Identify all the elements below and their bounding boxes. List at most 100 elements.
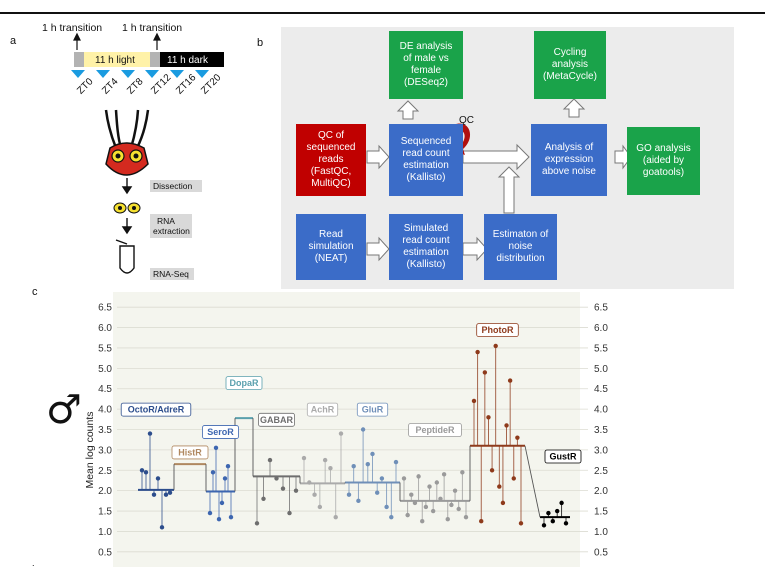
data-point bbox=[482, 370, 488, 375]
y-tick-label-right: 4.5 bbox=[594, 384, 608, 395]
data-point bbox=[555, 508, 560, 514]
panel-b-arrows: QC bbox=[366, 98, 632, 262]
group-label-text: AchR bbox=[311, 405, 335, 415]
data-point bbox=[338, 431, 344, 436]
group-label: GluR bbox=[356, 402, 389, 417]
group-label-box bbox=[120, 402, 192, 417]
data-point bbox=[356, 498, 361, 504]
rna-extraction-label-line2: extraction bbox=[153, 226, 190, 236]
tube-icon bbox=[115, 239, 135, 274]
y-tick-label: 4.0 bbox=[98, 405, 112, 416]
mosquito-head-icon bbox=[104, 109, 150, 176]
data-point bbox=[287, 510, 292, 516]
group-label: PhotoR bbox=[476, 323, 519, 338]
data-point bbox=[401, 476, 407, 481]
top-rule bbox=[0, 12, 765, 14]
arrow-qc-to-seq bbox=[366, 144, 390, 170]
data-point bbox=[486, 415, 491, 420]
chart-grid bbox=[117, 306, 588, 553]
data-point bbox=[139, 468, 145, 473]
data-point bbox=[405, 512, 410, 518]
y-tick-label-right: 2.5 bbox=[594, 466, 608, 477]
y-axis-label: Mean log counts bbox=[84, 411, 96, 488]
y-tick-label-right: 5.0 bbox=[594, 364, 608, 375]
transition-block-right bbox=[150, 52, 160, 67]
data-point bbox=[159, 525, 165, 530]
y-tick-label-right: 6.5 bbox=[594, 303, 608, 314]
box-sequenced-read-count: Sequenced read count estimation (Kallist… bbox=[389, 124, 463, 196]
rnaseq-label: RNA-Seq bbox=[153, 269, 189, 279]
group-label: PeptideR bbox=[408, 423, 462, 437]
mean-connector bbox=[524, 445, 541, 518]
data-point bbox=[351, 463, 356, 469]
group-label-text: GABAR bbox=[260, 415, 293, 425]
data-point bbox=[163, 492, 169, 497]
male-symbol-icon: ♂ bbox=[46, 387, 82, 433]
data-point bbox=[559, 500, 564, 506]
y-axis-left-ticks: 0.51.01.52.02.53.03.54.04.55.05.56.06.5 bbox=[98, 303, 112, 559]
data-point bbox=[423, 504, 429, 510]
box-expression-above-noise: Analysis of expression above noise bbox=[531, 124, 607, 196]
dissection-label: Dissection bbox=[153, 181, 192, 191]
data-point bbox=[504, 423, 509, 428]
sampling-arrow-icon bbox=[195, 70, 209, 78]
data-point bbox=[370, 451, 375, 457]
data-point bbox=[416, 474, 421, 479]
transition-block-left bbox=[74, 52, 84, 67]
group-label: AchR bbox=[306, 402, 339, 417]
data-point bbox=[493, 343, 498, 349]
data-point bbox=[507, 378, 513, 383]
data-point bbox=[445, 516, 450, 522]
data-point bbox=[515, 435, 520, 440]
data-point bbox=[518, 521, 524, 526]
data-point bbox=[222, 476, 228, 481]
expression-chart: 0.51.01.52.02.53.03.54.04.55.05.56.06.5 … bbox=[84, 303, 608, 559]
arrow-noise-to-expr bbox=[497, 166, 521, 214]
data-point bbox=[563, 521, 569, 526]
y-tick-label: 4.5 bbox=[98, 384, 112, 395]
group-label-text: HistR bbox=[178, 447, 202, 457]
series-group bbox=[207, 445, 234, 522]
box-go-analysis: GO analysis (aided by goatools) bbox=[627, 127, 700, 195]
data-point bbox=[449, 502, 454, 508]
data-point bbox=[301, 455, 307, 461]
y-tick-label: 2.5 bbox=[98, 466, 112, 477]
y-tick-label: 6.0 bbox=[98, 323, 112, 334]
data-point bbox=[384, 504, 389, 510]
group-label-box bbox=[356, 402, 389, 417]
data-point bbox=[409, 492, 414, 497]
mean-lines bbox=[138, 417, 570, 519]
data-point bbox=[475, 349, 480, 355]
data-point bbox=[280, 486, 286, 491]
box-noise-estimation: Estimaton of noise distribution bbox=[484, 214, 557, 280]
panel-a-diagram: 1 h transition 1 h transition 11 h light… bbox=[42, 22, 224, 280]
dark-bar bbox=[160, 52, 224, 67]
timepoint-label: ZT8 bbox=[125, 76, 146, 97]
data-point bbox=[216, 516, 222, 522]
sampling-arrow-icon bbox=[71, 70, 85, 78]
arrow-seq-to-expr bbox=[462, 143, 530, 171]
rna-extraction-arrow-icon bbox=[121, 218, 133, 235]
data-point bbox=[207, 510, 213, 516]
data-point bbox=[155, 476, 161, 481]
transition-arrow-left bbox=[73, 32, 81, 50]
group-label-text: PeptideR bbox=[415, 425, 455, 435]
data-point bbox=[427, 484, 432, 489]
data-point bbox=[328, 466, 333, 471]
group-label-box bbox=[202, 425, 239, 439]
series-group bbox=[301, 431, 344, 520]
data-point bbox=[452, 488, 458, 493]
sampling-arrow-icon bbox=[145, 70, 159, 78]
y-tick-label-right: 1.0 bbox=[594, 527, 608, 538]
data-point bbox=[261, 496, 266, 502]
sampling-arrows bbox=[71, 70, 209, 78]
rnaseq-box bbox=[150, 268, 194, 280]
group-label-text: PhotoR bbox=[482, 325, 514, 335]
data-point bbox=[546, 510, 551, 516]
data-point bbox=[151, 492, 157, 497]
arrow-expr-to-cycling bbox=[562, 98, 586, 118]
data-point bbox=[460, 470, 465, 475]
data-point bbox=[541, 523, 547, 528]
light-bar-label: 11 h light bbox=[95, 55, 135, 66]
